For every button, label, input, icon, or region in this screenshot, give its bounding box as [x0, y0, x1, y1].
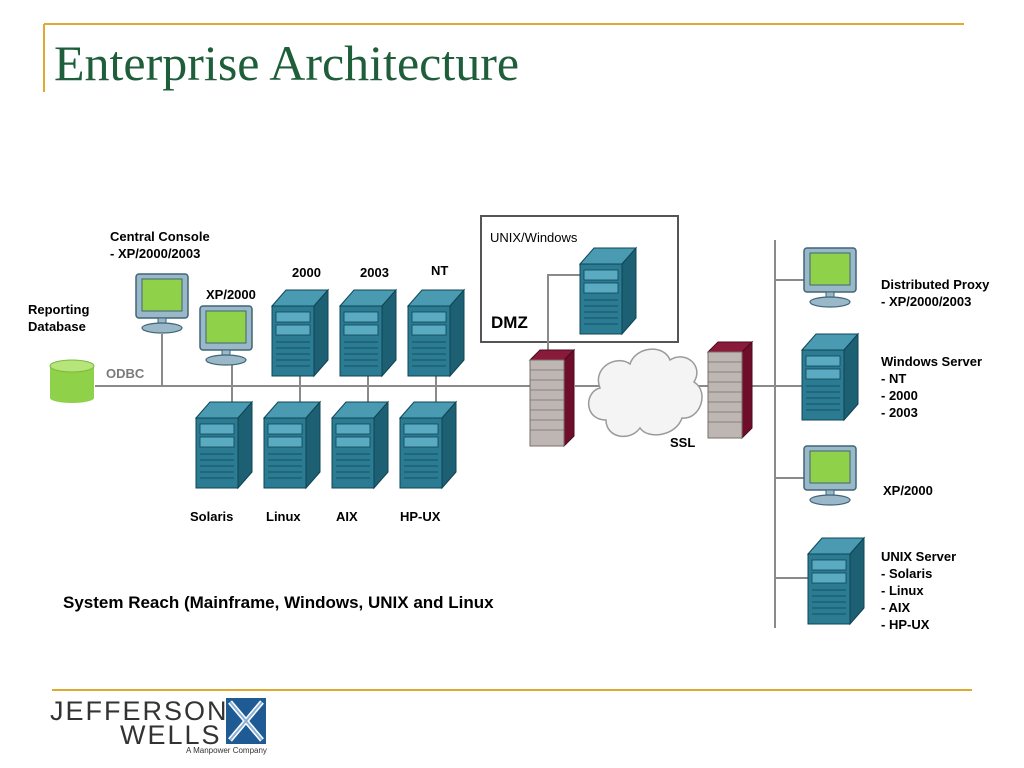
dmz-label: DMZ [491, 313, 528, 332]
windows-server-icon [801, 333, 859, 421]
windows-server-label: Windows Server - NT - 2000 - 2003 [881, 354, 983, 420]
unix-server-icon [807, 537, 865, 625]
server-aix-icon [331, 401, 389, 489]
server-2003-icon [339, 289, 397, 377]
aix-label: AIX [336, 509, 358, 524]
hpux-label: HP-UX [400, 509, 441, 524]
server-nt-icon [407, 289, 465, 377]
server-hpux-icon [399, 401, 457, 489]
xp2000-right-label: XP/2000 [883, 483, 933, 498]
page-title: Enterprise Architecture [54, 35, 520, 91]
odbc-label: ODBC [106, 366, 145, 381]
unix-server-label: UNIX Server - Solaris - Linux - AIX - HP… [881, 549, 957, 632]
logo-mark-icon [226, 698, 266, 744]
server-2003-label: 2003 [360, 265, 389, 280]
server-nt-label: NT [431, 263, 449, 278]
xp2000-right-monitor-icon [803, 445, 857, 506]
firewall-left-icon [529, 349, 575, 447]
database-icon [49, 359, 95, 403]
central-console-label: Central Console - XP/2000/2003 [110, 229, 210, 261]
jefferson-wells-logo: JEFFERSON WELLS A Manpower Company [50, 696, 290, 760]
server-solaris-icon [195, 401, 253, 489]
server-2000-icon [271, 289, 329, 377]
cloud-icon [587, 348, 703, 438]
logo-line2: WELLS [120, 720, 222, 750]
proxy-monitor-icon [803, 247, 857, 308]
reporting-db-label: Reporting Database [28, 302, 90, 334]
distributed-proxy-label: Distributed Proxy - XP/2000/2003 [881, 277, 990, 309]
ssl-label: SSL [670, 435, 696, 450]
firewall-right-icon [707, 341, 753, 439]
xp2000-monitor-icon [199, 305, 253, 366]
logo-line1: JEFFERSON [50, 696, 229, 726]
dmz-server-icon [579, 247, 637, 335]
solaris-label: Solaris [190, 509, 234, 524]
server-linux-icon [263, 401, 321, 489]
xp2000-top-label: XP/2000 [206, 287, 256, 302]
linux-label: Linux [266, 509, 301, 524]
server-2000-label: 2000 [292, 265, 321, 280]
dmz-box-label: UNIX/Windows [490, 230, 578, 245]
dmz-box [480, 215, 679, 343]
system-reach-caption: System Reach (Mainframe, Windows, UNIX a… [63, 593, 494, 612]
central-console-monitor-icon [135, 273, 189, 334]
logo-tagline: A Manpower Company [186, 746, 267, 755]
